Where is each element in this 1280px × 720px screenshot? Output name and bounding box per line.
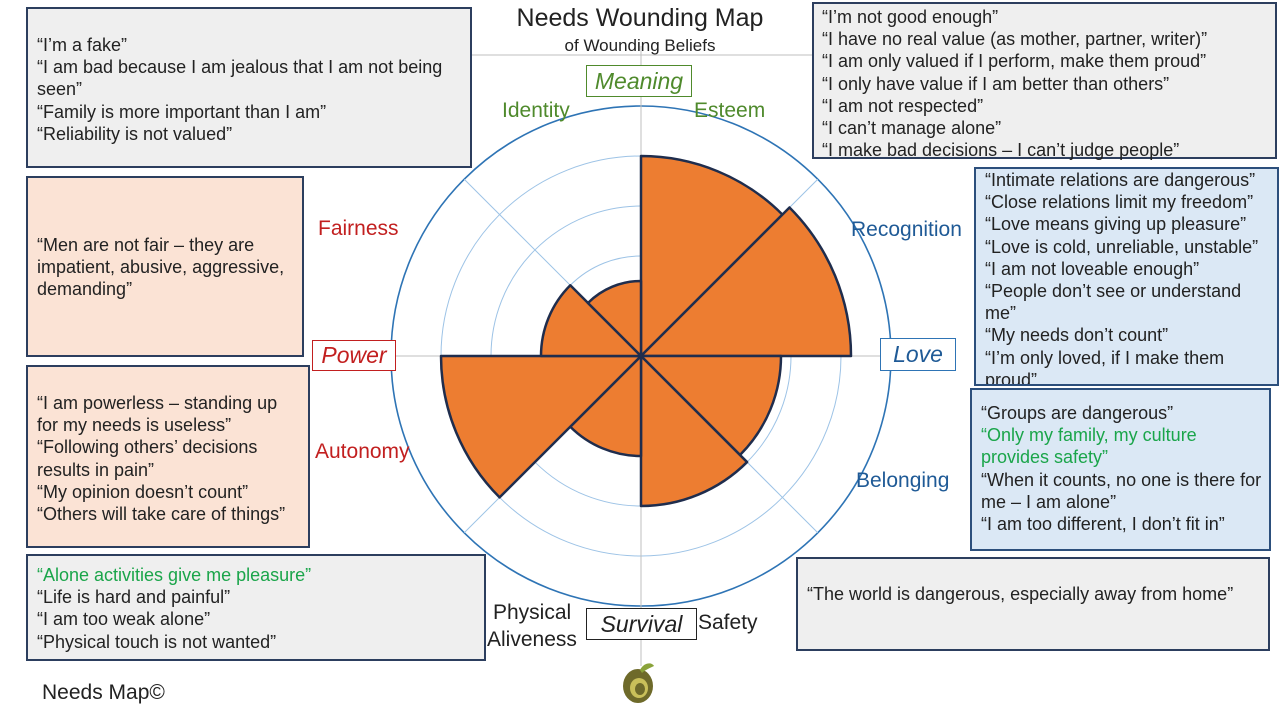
belief-item: “I can’t manage alone”: [822, 118, 1002, 139]
identity-beliefs-box: “I’m a fake” “I am bad because I am jeal…: [26, 7, 472, 168]
wedge-recognition: [639, 206, 853, 358]
label-love-text: Love: [893, 341, 943, 367]
belief-item: “Men are not fair – they are impatient, …: [37, 235, 285, 300]
belief-item: “My needs don’t count”: [985, 325, 1169, 346]
belief-item: “Love means giving up pleasure”: [985, 214, 1247, 235]
wedge-physical-aliveness: [569, 354, 643, 458]
label-power-text: Power: [321, 342, 387, 368]
label-survival: Survival: [586, 608, 697, 640]
belief-item: “I am not loveable enough”: [985, 258, 1200, 279]
fairness-beliefs-box: “Men are not fair – they are impatient, …: [26, 176, 304, 357]
label-meaning-text: Meaning: [594, 68, 684, 94]
recognition-beliefs-box: “Intimate relations are dangerous” “Clos…: [974, 167, 1279, 386]
belief-item: “I make bad decisions – I can’t judge pe…: [822, 140, 1180, 161]
belief-item: “I am bad because I am jealous that I am…: [37, 57, 443, 100]
footer-copyright: Needs Map©: [42, 681, 165, 704]
esteem-beliefs-box: “I’m not good enough” “I have no real va…: [812, 2, 1277, 161]
belief-item: “Others will take care of things”: [37, 504, 286, 525]
belief-item: “People don’t see or understand me”: [985, 281, 1242, 324]
wedge-identity: [586, 279, 643, 358]
belief-item: “When it counts, no one is there for me …: [981, 469, 1262, 512]
label-physical-line1: Physical: [493, 601, 572, 624]
page-title: Needs Wounding Map: [516, 4, 764, 32]
label-physical-line2: Aliveness: [487, 628, 577, 651]
belief-item: “Intimate relations are dangerous”: [985, 170, 1256, 190]
belief-item: “I’m only loved, if I make them proud”: [985, 347, 1225, 386]
label-love: Love: [880, 338, 956, 371]
belonging-beliefs-box: “Groups are dangerous” “Only my family, …: [970, 388, 1271, 551]
wedge-safety: [639, 354, 749, 508]
physical-aliveness-beliefs-box: “Alone activities give me pleasure” “Lif…: [26, 554, 486, 661]
belief-item: “Following others’ decisions results in …: [37, 437, 258, 480]
belief-item: “Reliability is not valued”: [37, 123, 233, 144]
wheel-wedges: [439, 154, 853, 508]
autonomy-beliefs-box: “I am powerless – standing up for my nee…: [26, 365, 310, 548]
belief-item: “I am too different, I don’t fit in”: [981, 514, 1225, 535]
safety-beliefs-box: “The world is dangerous, especially away…: [796, 557, 1270, 651]
label-safety: Safety: [698, 611, 758, 634]
belief-item: “My opinion doesn’t count”: [37, 481, 249, 502]
belief-item: “Alone activities give me pleasure”: [37, 565, 312, 585]
label-meaning: Meaning: [586, 65, 692, 97]
label-recognition: Recognition: [851, 218, 962, 241]
belief-item: “Life is hard and painful”: [37, 587, 231, 608]
label-power: Power: [312, 340, 396, 371]
belief-item: “Family is more important than I am”: [37, 101, 327, 122]
wedge-fairness: [539, 284, 643, 358]
belief-item: “The world is dangerous, especially away…: [807, 584, 1234, 604]
wedge-belonging: [639, 354, 783, 457]
belief-item: “I only have value if I am better than o…: [822, 73, 1170, 94]
belief-item: “I’m not good enough”: [822, 7, 999, 27]
belief-item: “I am powerless – standing up for my nee…: [37, 393, 278, 436]
label-survival-text: Survival: [600, 611, 683, 637]
belief-item: “Groups are dangerous”: [981, 403, 1174, 423]
belief-item: “Physical touch is not wanted”: [37, 631, 277, 652]
belief-item: “I’m a fake”: [37, 35, 128, 55]
belief-item: “I am only valued if I perform, make the…: [822, 51, 1207, 72]
spiral-seed-logo-icon: [623, 663, 654, 703]
page-subtitle: of Wounding Beliefs: [564, 36, 716, 55]
wedge-autonomy: [439, 354, 643, 499]
label-belonging: Belonging: [856, 469, 950, 492]
belief-item: “Only my family, my culture provides saf…: [981, 425, 1197, 468]
belief-item: “I have no real value (as mother, partne…: [822, 29, 1208, 50]
wedge-esteem: [639, 154, 784, 358]
label-identity: Identity: [502, 99, 570, 122]
belief-item: “Close relations limit my freedom”: [985, 192, 1254, 213]
label-fairness: Fairness: [318, 217, 399, 240]
belief-item: “I am too weak alone”: [37, 609, 211, 630]
belief-item: “I am not respected”: [822, 95, 984, 116]
belief-item: “Love is cold, unreliable, unstable”: [985, 236, 1259, 257]
label-autonomy: Autonomy: [315, 440, 410, 463]
label-esteem: Esteem: [694, 99, 766, 122]
